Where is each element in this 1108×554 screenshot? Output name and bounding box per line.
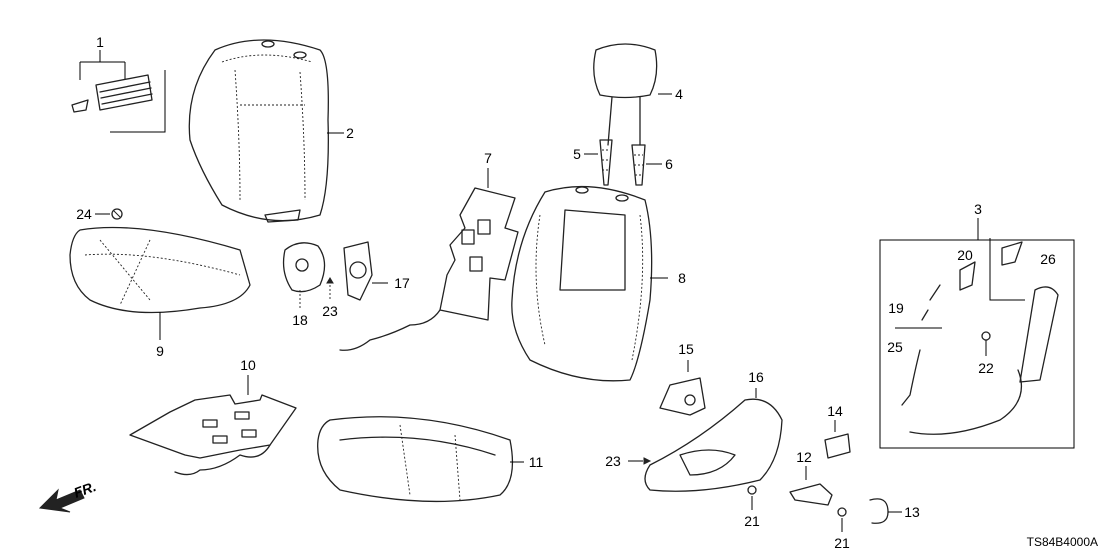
part-21-screw-b — [837, 507, 847, 532]
label-2: 2 — [346, 125, 354, 141]
label-26: 26 — [1040, 251, 1056, 267]
diagram-code: TS84B4000A — [1027, 535, 1098, 549]
part-6-guide — [631, 144, 662, 186]
part-12-lever — [789, 466, 833, 506]
part-number-labels: 1 2 3 4 5 6 7 8 9 10 11 12 13 14 15 16 1… — [72, 34, 1098, 551]
label-22: 22 — [978, 360, 994, 376]
label-11: 11 — [529, 454, 544, 470]
part-11-cushion-pad — [317, 416, 524, 503]
front-arrow-label: FR. — [72, 478, 99, 501]
label-9: 9 — [156, 343, 164, 359]
part-24-clip — [95, 208, 123, 220]
part-18-recliner-cover — [282, 242, 326, 308]
label-12: 12 — [796, 449, 812, 465]
part-14-knob — [824, 420, 851, 459]
label-5: 5 — [573, 146, 581, 162]
part-8-seatback-pad — [511, 185, 668, 382]
part-17-switch — [343, 241, 388, 301]
part-13-cap — [869, 498, 902, 524]
front-arrow — [38, 488, 85, 513]
label-18: 18 — [292, 312, 308, 328]
part-10-heater-mat — [129, 375, 297, 476]
part-7-back-heater — [339, 168, 519, 351]
part-4-headrest — [593, 43, 672, 146]
label-14: 14 — [827, 403, 843, 419]
label-19: 19 — [888, 300, 904, 316]
part-5-guide — [584, 139, 613, 186]
label-15: 15 — [678, 341, 694, 357]
label-10: 10 — [240, 357, 256, 373]
part-23-clip-upper — [326, 277, 334, 300]
label-24: 24 — [76, 206, 92, 222]
label-4: 4 — [675, 86, 683, 102]
label-20: 20 — [957, 247, 973, 263]
label-17: 17 — [394, 275, 410, 291]
label-16: 16 — [748, 369, 764, 385]
label-1: 1 — [96, 34, 104, 50]
part-15-bracket — [659, 360, 706, 416]
label-21-a: 21 — [744, 513, 760, 529]
part-21-screw-a — [747, 485, 757, 510]
label-23-b: 23 — [605, 453, 621, 469]
label-8: 8 — [678, 270, 686, 286]
label-23-a: 23 — [322, 303, 338, 319]
part-23-clip-lower — [628, 457, 652, 465]
part-16-side-cover — [644, 388, 783, 492]
label-3: 3 — [974, 201, 982, 217]
part-3-airbag-group — [879, 218, 1075, 449]
part-2-seatback-cover — [188, 39, 344, 223]
label-25: 25 — [887, 339, 903, 355]
part-9-cushion-cover — [69, 226, 251, 340]
label-21-b: 21 — [834, 535, 850, 551]
label-7: 7 — [484, 150, 492, 166]
label-13: 13 — [904, 504, 920, 520]
label-6: 6 — [665, 156, 673, 172]
part-1-clips — [71, 50, 166, 133]
